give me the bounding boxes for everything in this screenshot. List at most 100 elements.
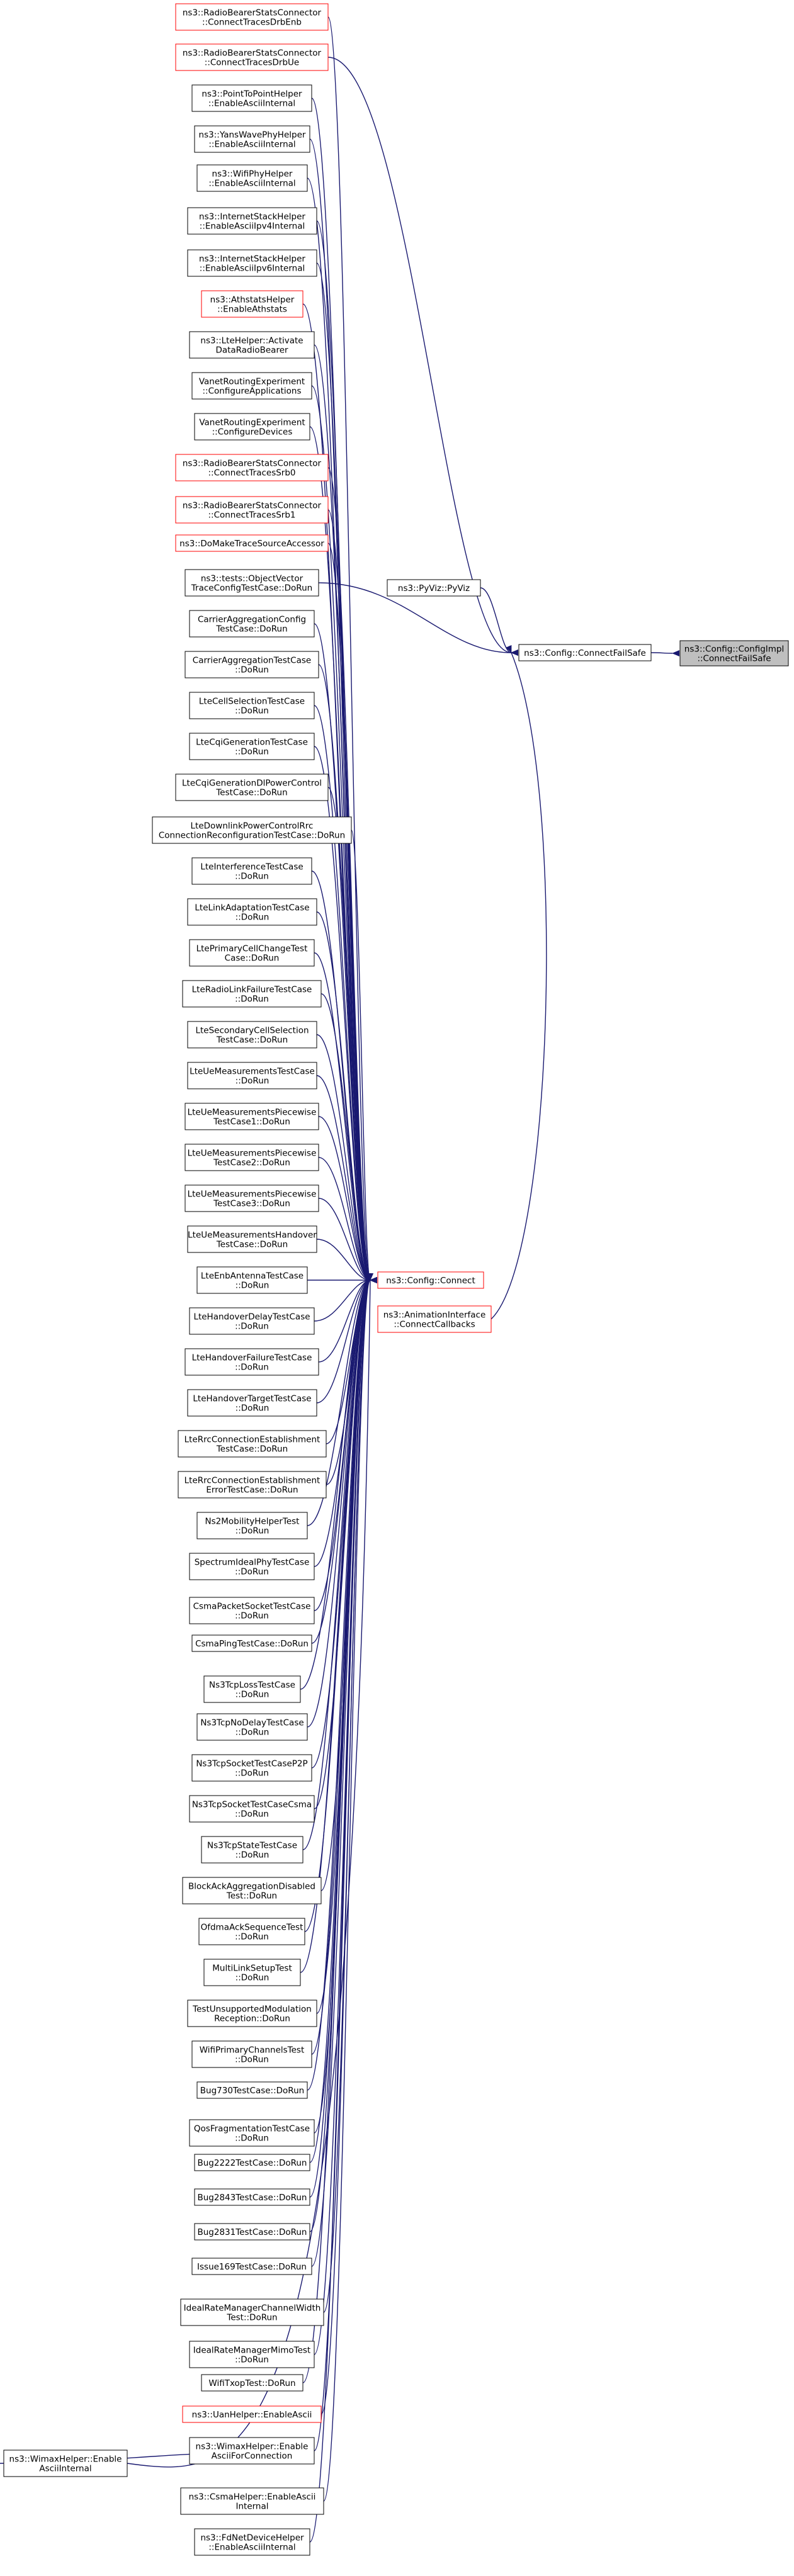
node-c31[interactable]: LteEnbAntennaTestCase::DoRun xyxy=(196,1266,308,1294)
node-label-line: MultiLinkSetupTest xyxy=(212,1964,292,1974)
edge-c29-to-connect xyxy=(318,1198,378,1284)
node-c11[interactable]: ns3::RadioBearerStatsConnector::ConnectT… xyxy=(175,454,329,481)
edge-c44-to-connect xyxy=(314,1276,378,1809)
node-connect[interactable]: ns3::Config::Connect xyxy=(377,1271,484,1289)
node-label-line: TestCase::DoRun xyxy=(215,788,287,798)
node-label-line: ::DoRun xyxy=(235,1281,269,1291)
node-c62[interactable]: ns3::CsmaHelper::EnableAsciiInternal xyxy=(180,2487,324,2515)
node-c60[interactable]: ns3::UanHelper::EnableAscii xyxy=(182,2405,322,2423)
node-pyviz[interactable]: ns3::PyViz::PyViz xyxy=(387,579,481,597)
node-c19[interactable]: LteCqiGenerationDlPowerControlTestCase::… xyxy=(175,773,329,801)
node-c21[interactable]: LteInterferenceTestCase::DoRun xyxy=(191,857,312,885)
node-box xyxy=(187,1021,317,1049)
node-label-line: ::DoRun xyxy=(235,1769,269,1779)
node-c38[interactable]: SpectrumIdealPhyTestCase::DoRun xyxy=(189,1553,315,1580)
node-c27[interactable]: LteUeMeasurementsPiecewiseTestCase1::DoR… xyxy=(184,1103,319,1130)
node-c45[interactable]: Ns3TcpStateTestCase::DoRun xyxy=(201,1836,303,1864)
node-c6[interactable]: ns3::InternetStackHelper::EnableAsciiIpv… xyxy=(187,249,317,277)
node-c42[interactable]: Ns3TcpNoDelayTestCase::DoRun xyxy=(196,1713,308,1741)
node-label-line: ErrorTestCase::DoRun xyxy=(206,1485,298,1495)
node-box xyxy=(191,2258,312,2275)
edge-c33-to-connect xyxy=(318,1276,378,1363)
node-c29[interactable]: LteUeMeasurementsPiecewiseTestCase3::DoR… xyxy=(184,1184,319,1212)
node-c5[interactable]: ns3::InternetStackHelper::EnableAsciiIpv… xyxy=(187,207,317,235)
node-c54[interactable]: Bug2843TestCase::DoRun xyxy=(194,2188,310,2206)
node-c58[interactable]: IdealRateManagerMimoTest::DoRun xyxy=(189,2341,315,2368)
node-label-line: ::DoRun xyxy=(235,1526,269,1536)
node-cfs[interactable]: ns3::Config::ConnectFailSafe xyxy=(518,644,652,661)
edge-c24-to-connect xyxy=(320,993,378,1284)
node-c1[interactable]: ns3::RadioBearerStatsConnector::ConnectT… xyxy=(175,43,329,71)
node-c52[interactable]: QosFragmentationTestCase::DoRun xyxy=(189,2119,315,2147)
node-c17[interactable]: LteCellSelectionTestCase::DoRun xyxy=(189,692,315,719)
node-box xyxy=(191,1754,312,1782)
node-c37[interactable]: Ns2MobilityHelperTest::DoRun xyxy=(196,1512,308,1539)
node-c26[interactable]: LteUeMeasurementsTestCase::DoRun xyxy=(187,1062,317,1089)
edge-c25-to-connect xyxy=(316,1034,378,1284)
node-c28[interactable]: LteUeMeasurementsPiecewiseTestCase2::DoR… xyxy=(184,1144,319,1171)
node-c16[interactable]: CarrierAggregationTestCase::DoRun xyxy=(184,651,319,678)
edge-c34-to-connect xyxy=(316,1276,378,1403)
node-c32[interactable]: LteHandoverDelayTestCase::DoRun xyxy=(189,1307,315,1335)
node-c41[interactable]: Ns3TcpLossTestCase::DoRun xyxy=(203,1675,301,1703)
node-c4[interactable]: ns3::WifiPhyHelper::EnableAsciiInternal xyxy=(196,164,308,192)
node-c50[interactable]: WifiPrimaryChannelsTest::DoRun xyxy=(191,2040,312,2068)
node-c56[interactable]: Issue169TestCase::DoRun xyxy=(191,2258,312,2275)
node-c36[interactable]: LteRrcConnectionEstablishmentErrorTestCa… xyxy=(178,1471,327,1499)
node-c9[interactable]: VanetRoutingExperiment::ConfigureApplica… xyxy=(191,372,312,400)
node-c13[interactable]: ns3::DoMakeTraceSourceAccessor xyxy=(175,534,329,552)
node-c47[interactable]: OfdmaAckSequenceTest::DoRun xyxy=(198,1918,305,1945)
node-box xyxy=(187,1225,317,1253)
node-c3[interactable]: ns3::YansWavePhyHelper::EnableAsciiInter… xyxy=(194,125,310,153)
node-label-line: CarrierAggregationTestCase xyxy=(193,656,311,666)
node-impl[interactable]: ns3::Config::ConfigImpl::ConnectFailSafe xyxy=(679,640,789,666)
node-label-line: IdealRateManagerChannelWidth xyxy=(184,2303,321,2314)
node-label-line: ::DoRun xyxy=(235,1076,269,1086)
node-c14[interactable]: ns3::tests::ObjectVectorTraceConfigTestC… xyxy=(184,569,319,597)
node-c55[interactable]: Bug2831TestCase::DoRun xyxy=(194,2223,310,2241)
node-c48[interactable]: MultiLinkSetupTest::DoRun xyxy=(203,1959,301,1986)
node-c33[interactable]: LteHandoverFailureTestCase::DoRun xyxy=(184,1348,319,1376)
node-c35[interactable]: LteRrcConnectionEstablishmentTestCase::D… xyxy=(178,1430,327,1458)
node-c59[interactable]: WifiTxopTest::DoRun xyxy=(201,2374,303,2392)
node-label-line: CsmaPingTestCase::DoRun xyxy=(195,1639,309,1649)
node-c43[interactable]: Ns3TcpSocketTestCaseP2P::DoRun xyxy=(191,1754,312,1782)
node-label-line: TestCase::DoRun xyxy=(216,1240,288,1250)
node-c12[interactable]: ns3::RadioBearerStatsConnector::ConnectT… xyxy=(175,496,329,524)
node-label-line: ns3::PointToPointHelper xyxy=(201,89,302,99)
node-c18[interactable]: LteCqiGenerationTestCase::DoRun xyxy=(189,733,315,760)
node-c40[interactable]: CsmaPingTestCase::DoRun xyxy=(191,1634,312,1652)
node-box xyxy=(194,2528,310,2556)
node-label-line: ::DoRun xyxy=(235,1728,269,1738)
node-c49[interactable]: TestUnsupportedModulationReception::DoRu… xyxy=(187,1999,317,2027)
node-c22[interactable]: LteLinkAdaptationTestCase::DoRun xyxy=(187,898,317,926)
node-label-line: ::ConfigureDevices xyxy=(212,427,293,437)
node-c51[interactable]: Bug730TestCase::DoRun xyxy=(196,2081,308,2099)
node-box xyxy=(387,579,481,597)
node-c34[interactable]: LteHandoverTargetTestCase::DoRun xyxy=(187,1389,317,1417)
node-c61[interactable]: ns3::WimaxHelper::EnableAsciiForConnecti… xyxy=(189,2437,315,2465)
node-wimaxint[interactable]: ns3::WimaxHelper::EnableAsciiInternal xyxy=(3,2449,128,2477)
node-label-line: Issue169TestCase::DoRun xyxy=(197,2262,307,2272)
edge-wimaxint-to-connect xyxy=(127,1273,374,2468)
node-c63[interactable]: ns3::FdNetDeviceHelper::EnableAsciiInter… xyxy=(194,2528,310,2556)
node-c2[interactable]: ns3::PointToPointHelper::EnableAsciiInte… xyxy=(191,84,312,112)
node-c0[interactable]: ns3::RadioBearerStatsConnector::ConnectT… xyxy=(175,3,329,31)
node-c10[interactable]: VanetRoutingExperiment::ConfigureDevices xyxy=(194,413,310,441)
node-c24[interactable]: LteRadioLinkFailureTestCase::DoRun xyxy=(182,980,322,1008)
node-c39[interactable]: CsmaPacketSocketTestCase::DoRun xyxy=(189,1597,315,1624)
node-anim[interactable]: ns3::AnimationInterface::ConnectCallback… xyxy=(377,1305,492,1333)
node-c53[interactable]: Bug2222TestCase::DoRun xyxy=(194,2154,310,2171)
node-c20[interactable]: LteDownlinkPowerControlRrcConnectionReco… xyxy=(152,816,352,844)
node-c44[interactable]: Ns3TcpSocketTestCaseCsma::DoRun xyxy=(189,1795,315,1823)
node-label-line: SpectrumIdealPhyTestCase xyxy=(195,1558,310,1568)
node-c7[interactable]: ns3::AthstatsHelper::EnableAthstats xyxy=(201,290,303,318)
node-label-line: LteEnbAntennaTestCase xyxy=(201,1271,303,1281)
